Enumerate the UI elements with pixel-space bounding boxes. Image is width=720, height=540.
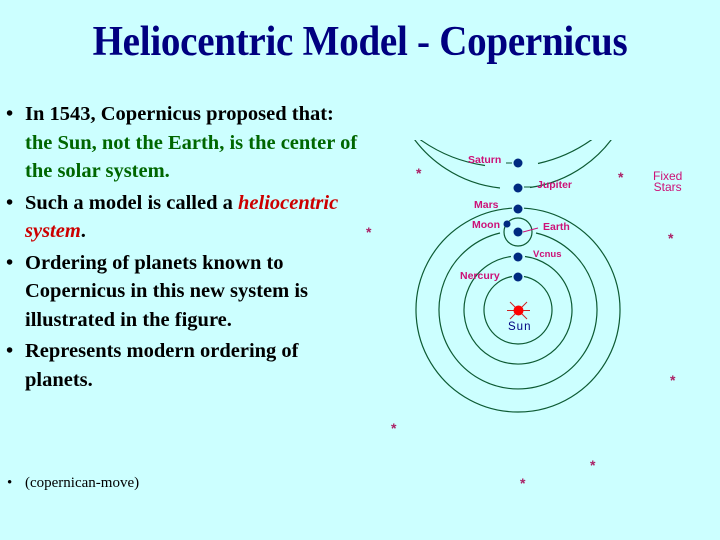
fixed-stars: * * * * * * * * * [366, 165, 676, 491]
mars-label: Mars [474, 199, 499, 211]
fixed-stars-label-line2: Stars [653, 180, 682, 194]
bullet-proposal-text: In 1543, Copernicus proposed that: [25, 103, 334, 125]
bullet-ordering-text: Ordering of planets known to Copernicus … [25, 251, 309, 331]
bullet-heliocentric: Such a model is called a heliocentric sy… [0, 189, 360, 246]
bullet-heliocentric-period: . [80, 220, 86, 242]
earth-label: Earth [543, 221, 570, 233]
star-icon: * [618, 169, 624, 185]
star-icon: * [366, 224, 372, 240]
bullet-modern: Represents modern ordering of planets. [0, 337, 360, 394]
solar-system-diagram: * * * * * * * * * Saturn Jupiter Mars Mo… [360, 140, 700, 500]
star-icon: * [520, 475, 526, 491]
bullet-list: In 1543, Copernicus proposed that: the S… [0, 100, 360, 397]
saturn-orbit [419, 140, 593, 167]
bullet-ordering: Ordering of planets known to Copernicus … [0, 249, 360, 335]
orbits [414, 140, 621, 413]
jupiter-icon [513, 183, 523, 193]
star-icon: * [416, 165, 422, 181]
moon-label: Moon [472, 219, 500, 231]
jupiter-label: Jupiter [537, 179, 573, 191]
jupiter-orbit [414, 140, 612, 189]
moon-icon [503, 220, 511, 228]
star-icon: * [391, 420, 397, 436]
footnote-bullet[interactable]: (copernican-move) [0, 473, 139, 493]
venus-label: Vcnus [533, 249, 562, 260]
bullet-proposal-highlight: the Sun, not the Earth, is the center of… [25, 131, 358, 183]
slide-title: Heliocentric Model - Copernicus [92, 19, 628, 65]
fixed-stars-label: Fixed Stars [653, 169, 683, 194]
orbit-diagram-svg: * * * * * * * * * [366, 140, 676, 491]
earth-orbit [438, 232, 598, 390]
star-icon: * [590, 457, 596, 473]
footnote-link[interactable]: (copernican-move) [25, 475, 140, 491]
orbit-leaders [506, 162, 532, 188]
fixed-stars-label-line1: Fixed [653, 169, 683, 183]
mercury-label: Nercury [460, 270, 500, 282]
star-icon: * [668, 230, 674, 246]
mercury-icon [513, 272, 523, 282]
mars-icon [513, 204, 523, 214]
label-leaders [522, 227, 539, 233]
venus-orbit [463, 255, 573, 365]
heliocentric-term: heliocentric system [25, 191, 339, 243]
mars-orbit [415, 207, 621, 413]
earth-icon [513, 227, 523, 237]
bullet-proposal: In 1543, Copernicus proposed that: the S… [0, 100, 360, 186]
bullet-modern-text: Represents modern ordering of planets. [25, 340, 299, 391]
venus-icon [513, 252, 523, 262]
saturn-label: Saturn [468, 154, 502, 166]
sun-label: Sun [508, 321, 532, 333]
sun-icon [507, 301, 530, 320]
star-icon: * [670, 372, 676, 388]
saturn-icon [513, 158, 523, 168]
planets [503, 158, 523, 282]
bullet-heliocentric-text: Such a model is called a [25, 191, 233, 214]
mercury-orbit [483, 275, 553, 345]
moon-orbit [503, 217, 533, 247]
